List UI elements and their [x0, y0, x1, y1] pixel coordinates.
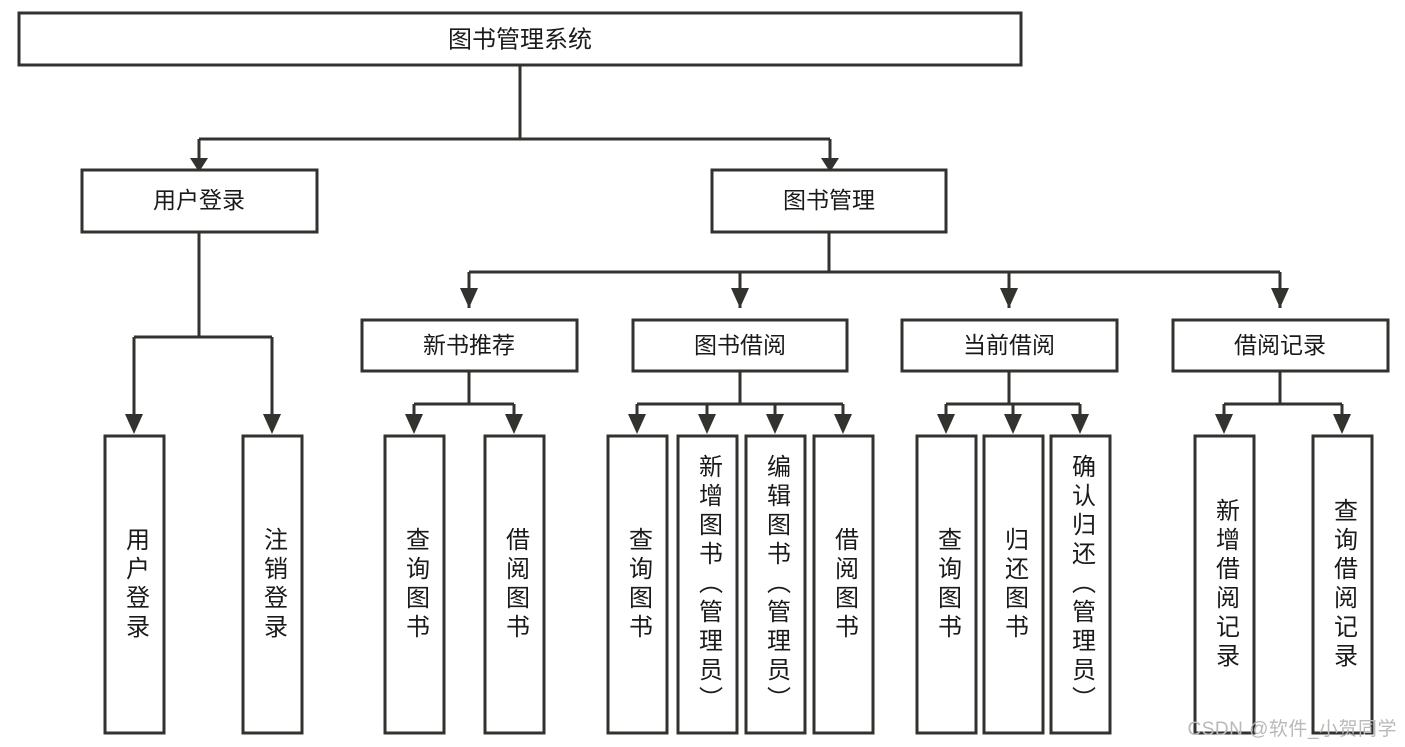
- node-user-login-label: 用户登录: [153, 187, 245, 213]
- leaf-boxes-layer: [103, 434, 1374, 735]
- arrowhead-to-leaf-c3: [1071, 414, 1089, 434]
- arrowhead-to-leaf-r1: [1215, 414, 1233, 434]
- leaf-box-query-borrow-record[interactable]: [1311, 434, 1374, 735]
- arrowhead-to-leaf-u2: [263, 414, 281, 434]
- leaf-box-edit-book-admin[interactable]: [744, 434, 807, 735]
- connector-newbook-to-leaves: [412, 372, 516, 424]
- leaf-box-borrow-book-a[interactable]: [483, 434, 546, 735]
- arrowhead-to-leaf-r2: [1333, 414, 1351, 434]
- leaf-box-confirm-return-admin[interactable]: [1049, 434, 1112, 735]
- leaf-box-query-book-b[interactable]: [606, 434, 669, 735]
- arrowhead-to-leaf-u1: [125, 414, 143, 434]
- node-borrow-record-box[interactable]: [1171, 318, 1390, 373]
- node-book-management-box[interactable]: [710, 168, 948, 234]
- node-current-borrow-label: 当前借阅: [963, 332, 1055, 358]
- node-root-label: 图书管理系统: [448, 26, 592, 53]
- node-root-box[interactable]: [17, 11, 1023, 67]
- arrowhead-to-leaf-n1: [405, 414, 423, 434]
- node-book-management-label: 图书管理: [783, 187, 875, 213]
- node-book-borrow-label: 图书借阅: [694, 332, 786, 358]
- connector-borrowrecord-to-leaves: [1222, 372, 1344, 424]
- node-user-login-box[interactable]: [80, 168, 319, 234]
- node-root-book-management-system[interactable]: 图书管理系统: [17, 11, 1023, 67]
- node-new-book-recommend-label: 新书推荐: [423, 332, 515, 358]
- arrowheads-layer: [125, 158, 1351, 434]
- arrowhead-to-leaf-b4: [834, 414, 852, 434]
- arrowhead-to-bookborrow: [731, 288, 749, 308]
- leaf-box-add-borrow-record[interactable]: [1193, 434, 1256, 735]
- node-current-borrow[interactable]: 当前借阅: [900, 318, 1119, 373]
- connector-root-to-level2: [197, 65, 832, 158]
- csdn-watermark: CSDN @软件_小贺同学: [1187, 719, 1397, 740]
- arrowhead-to-leaf-n2: [505, 414, 523, 434]
- leaf-box-query-book-a[interactable]: [383, 434, 446, 735]
- node-borrow-record[interactable]: 借阅记录: [1171, 318, 1390, 373]
- leaf-box-logout[interactable]: [241, 434, 304, 735]
- leaf-box-user-login[interactable]: [103, 434, 166, 735]
- node-book-management[interactable]: 图书管理: [710, 168, 948, 234]
- leaf-box-return-book[interactable]: [982, 434, 1045, 735]
- arrowhead-to-leaf-c1: [937, 414, 955, 434]
- node-book-borrow[interactable]: 图书借阅: [631, 318, 849, 373]
- leaf-box-add-book-admin[interactable]: [676, 434, 739, 735]
- arrowhead-to-borrowrecord: [1271, 288, 1289, 308]
- node-book-borrow-box[interactable]: [631, 318, 849, 373]
- arrowhead-to-bookmgmt: [821, 158, 839, 172]
- arrowhead-to-newbook: [460, 288, 478, 308]
- arrowhead-to-leaf-b3: [766, 414, 784, 434]
- arrowhead-to-currentborrow: [1000, 288, 1018, 308]
- node-current-borrow-box[interactable]: [900, 318, 1119, 373]
- arrowhead-to-leaf-c2: [1004, 414, 1022, 434]
- arrowhead-to-userlogin: [190, 158, 208, 172]
- node-new-book-recommend-box[interactable]: [360, 318, 579, 373]
- arrowhead-to-leaf-b2: [698, 414, 716, 434]
- connector-userlogin-to-leaves: [132, 233, 274, 424]
- connector-bookmgmt-to-level3: [467, 233, 1282, 308]
- arrowhead-to-leaf-b1: [628, 414, 646, 434]
- node-borrow-record-label: 借阅记录: [1234, 332, 1326, 358]
- leaf-box-borrow-book-b[interactable]: [812, 434, 875, 735]
- connector-bookborrow-to-leaves: [635, 372, 845, 424]
- node-user-login[interactable]: 用户登录: [80, 168, 319, 234]
- node-new-book-recommend[interactable]: 新书推荐: [360, 318, 579, 373]
- leaf-box-query-book-c[interactable]: [915, 434, 978, 735]
